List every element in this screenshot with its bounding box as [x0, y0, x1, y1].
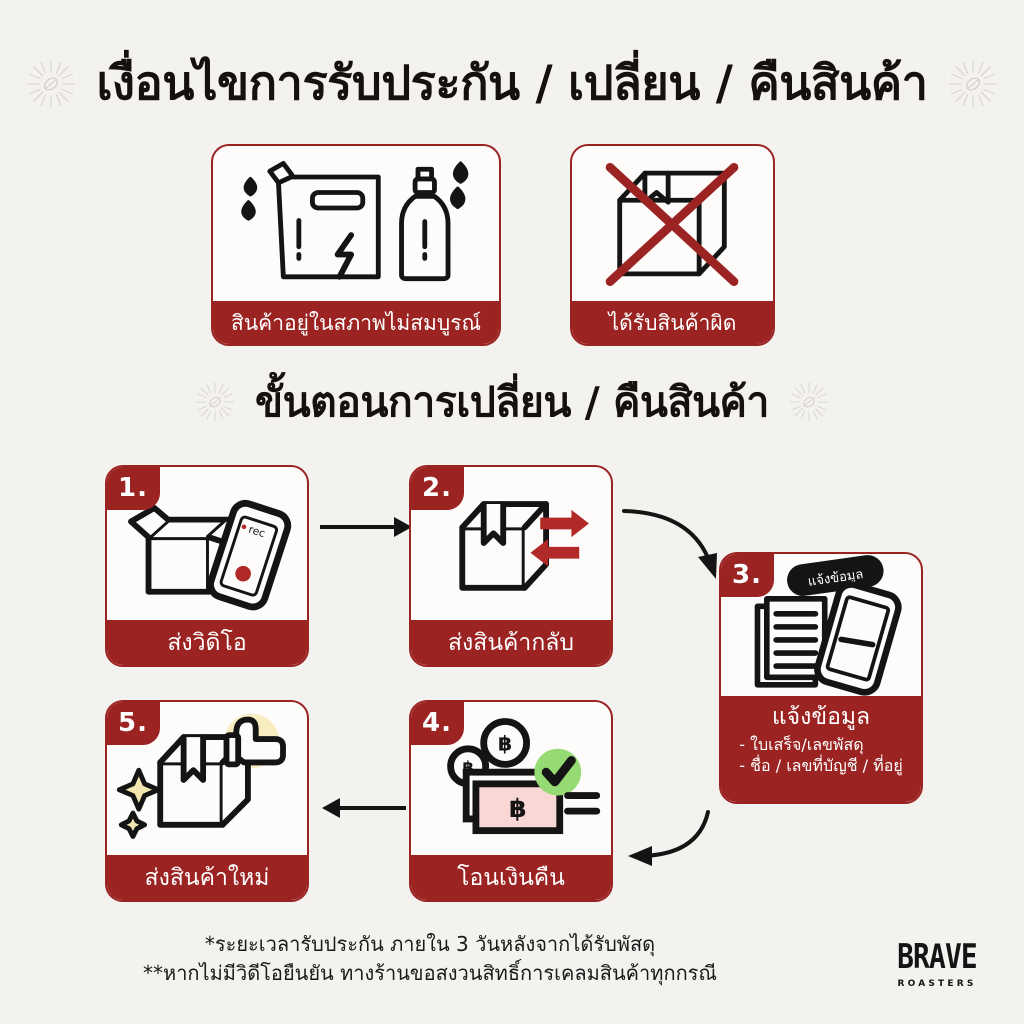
step-card-footer: ส่งวิดิโอ: [107, 620, 307, 665]
step-label: โอนเงินคืน: [457, 864, 565, 891]
step-card-2: 2. ส่งสินค้ากลับ: [409, 465, 613, 667]
step-label: ส่งวิดิโอ: [167, 629, 247, 656]
footnote-line-1: *ระยะเวลารับประกัน ภายใน 3 วันหลังจากได้…: [204, 932, 656, 956]
condition-card-wrong-item: ได้รับสินค้าผิด: [570, 144, 775, 346]
brand-tagline: ROASTERS: [897, 979, 977, 989]
step-3-bullet: - ใบเสร็จ/เลขพัสดุ: [739, 735, 864, 754]
step-number-badge: 4.: [411, 702, 464, 745]
sunburst-bean-icon: [787, 380, 831, 424]
coin-currency-symbol: ฿: [498, 732, 512, 756]
step-card-4: 4. ฿ ฿ ฿: [409, 700, 613, 902]
new-box-thumbs-up-icon: [107, 702, 307, 855]
process-title-row: ขั้นตอนการเปลี่ยน / คืนสินค้า: [0, 375, 1024, 429]
connector-arrow-step1-to-step2: [318, 513, 414, 541]
step-card-footer: แจ้งข้อมูล - ใบเสร็จ/เลขพัสดุ - ชื่อ / เ…: [721, 696, 921, 802]
step-number-badge: 2.: [411, 467, 464, 510]
box-exchange-arrows-icon: [411, 467, 611, 620]
connector-arrow-step4-to-step5: [322, 794, 408, 822]
phone-rec-label: rec: [247, 523, 267, 541]
condition-label: ได้รับสินค้าผิด: [608, 310, 737, 335]
step-card-footer: ส่งสินค้ากลับ: [411, 620, 611, 665]
condition-card-damaged: สินค้าอยู่ในสภาพไม่สมบูรณ์: [211, 144, 501, 346]
step-number-badge: 5.: [107, 702, 160, 745]
money-refund-check-icon: ฿ ฿ ฿: [411, 702, 611, 855]
step-card-1: 1. rec: [105, 465, 309, 667]
brand-logo: BRAVE ROASTERS: [872, 940, 1002, 989]
brand-name: BRAVE: [897, 937, 978, 977]
step-card-5: 5.: [105, 700, 309, 902]
connector-arrow-step2-to-step3: [618, 495, 738, 595]
wrong-item-crossed-box-icon: [572, 146, 773, 301]
condition-card-footer: สินค้าอยู่ในสภาพไม่สมบูรณ์: [213, 301, 499, 344]
condition-card-footer: ได้รับสินค้าผิด: [572, 301, 773, 344]
footnotes: *ระยะเวลารับประกัน ภายใน 3 วันหลังจากได้…: [0, 930, 860, 988]
sunburst-bean-icon: [193, 380, 237, 424]
step-number-badge: 3.: [721, 554, 774, 597]
process-title: ขั้นตอนการเปลี่ยน / คืนสินค้า: [255, 378, 769, 426]
step-3-detail-list: - ใบเสร็จ/เลขพัสดุ - ชื่อ / เลขที่บัญชี …: [739, 734, 902, 776]
step-label: ส่งสินค้าใหม่: [144, 864, 270, 891]
page-title: เงื่อนไขการรับประกัน / เปลี่ยน / คืนสินค…: [96, 56, 928, 111]
step-card-footer: โอนเงินคืน: [411, 855, 611, 900]
condition-label: สินค้าอยู่ในสภาพไม่สมบูรณ์: [231, 310, 481, 335]
step-label: แจ้งข้อมูล: [771, 704, 871, 730]
open-box-phone-recording-icon: rec: [107, 467, 307, 620]
step-label: ส่งสินค้ากลับ: [448, 629, 574, 656]
coin-currency-symbol: ฿: [462, 758, 474, 777]
sunburst-bean-icon: [24, 57, 78, 111]
connector-arrow-step3-to-step4: [612, 800, 732, 890]
step-card-footer: ส่งสินค้าใหม่: [107, 855, 307, 900]
footnote-line-2: **หากไม่มีวิดีโอยืนยัน ทางร้านขอสงวนสิทธ…: [143, 961, 717, 985]
damaged-package-icon: [213, 146, 499, 301]
banknote-currency-symbol: ฿: [509, 793, 527, 823]
documents-phone-icon: แจ้งข้อมูล: [721, 554, 921, 696]
main-title-row: เงื่อนไขการรับประกัน / เปลี่ยน / คืนสินค…: [0, 54, 1024, 114]
step-number-badge: 1.: [107, 467, 160, 510]
step-card-3: 3. แจ้งข้อมูล: [719, 552, 923, 804]
step-3-bullet: - ชื่อ / เลขที่บัญชี / ที่อยู่: [739, 756, 903, 775]
sunburst-bean-icon: [946, 57, 1000, 111]
